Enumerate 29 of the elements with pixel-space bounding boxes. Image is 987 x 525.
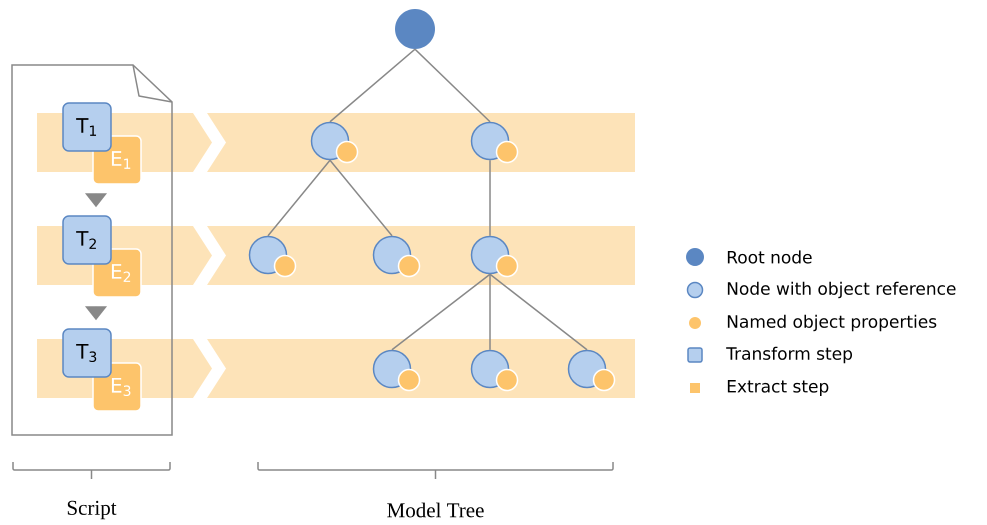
- tree-edge: [490, 274, 588, 350]
- tree-node: [248, 236, 296, 278]
- legend-text: Node with object reference: [728, 282, 956, 298]
- step-arrow: [85, 306, 107, 320]
- transform-step-box: T$_{1}$: [62, 102, 112, 152]
- document-outline: [11, 64, 173, 436]
- legend-text: Named object properties: [728, 314, 936, 332]
- legend-text: Extract step: [728, 380, 828, 396]
- tree-node: [470, 122, 518, 164]
- tree-node: [310, 122, 358, 164]
- tree-node: [470, 236, 518, 278]
- section-label: Script: [68, 500, 116, 520]
- legend-text: Root node: [728, 250, 812, 264]
- root-node: [395, 9, 435, 49]
- tree-node: [470, 350, 518, 392]
- section-label: Model Tree: [387, 502, 484, 518]
- step-arrow: [85, 193, 107, 208]
- tree-edge: [414, 48, 491, 122]
- transform-step-box: T$_{2}$: [62, 215, 112, 265]
- tree-edge: [489, 274, 491, 350]
- tree-node: [372, 350, 420, 392]
- tree-edge: [392, 274, 490, 350]
- tree-edge: [267, 160, 331, 236]
- tree-edge: [329, 160, 393, 236]
- tree-node: [568, 350, 616, 392]
- legend-text: Transform step: [726, 346, 852, 364]
- tree-edge: [330, 48, 416, 122]
- transform-step-box: T$_{3}$: [62, 328, 112, 378]
- tree-node: [372, 236, 420, 278]
